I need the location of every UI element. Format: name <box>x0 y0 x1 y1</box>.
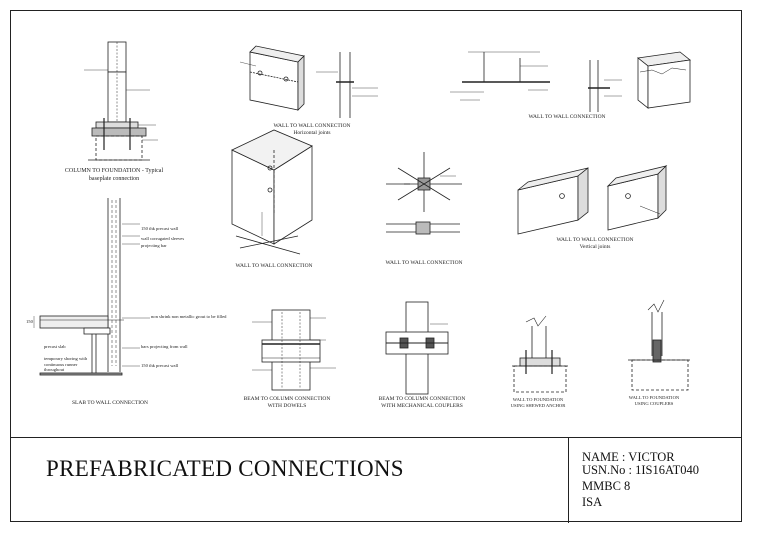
title-block: PREFABRICATED CONNECTIONS NAME : VICTOR … <box>10 437 742 523</box>
annotation-thk-precast-wall: 150 thk precast wall <box>141 363 179 368</box>
wall-plan-joint <box>386 152 462 235</box>
beam-column-dowels-section <box>252 309 336 391</box>
caption-wall-top-right: WALL TO WALL CONNECTION <box>528 114 606 120</box>
annotation-temporary-shoring: temporary shoring with continuous runner… <box>44 356 88 373</box>
annotation-precast-slab: precast slab <box>44 344 66 349</box>
wall-vertical-joint-iso <box>517 165 668 235</box>
student-info-box: NAME : VICTOR USN.No : 1IS16AT040 MMBC 8… <box>568 438 742 523</box>
wall-connection-iso-top-right <box>637 51 691 109</box>
wall-horizontal-joint-section <box>316 52 378 118</box>
annotation-bars-projecting: bars projecting from wall <box>141 344 188 349</box>
student-usn: USN.No : 1IS16AT040 <box>582 463 700 477</box>
annotation-projecting-bar: projecting bar <box>141 243 167 248</box>
wall-horizontal-joint-iso <box>239 45 305 111</box>
wall-connection-plan-top-right <box>588 60 622 112</box>
caption-beam-column-dowels: BEAM TO COLUMN CONNECTION WITH DOWELS <box>243 396 331 409</box>
column-to-foundation-detail <box>84 41 158 161</box>
wall-foundation-anchor-section <box>512 315 568 393</box>
wall-connection-section-top-right <box>450 51 550 101</box>
annotation-dimension-150: 150 <box>26 319 33 324</box>
course-code: MMBC 8 <box>582 479 631 493</box>
drawing-sheet-border <box>10 10 742 522</box>
wall-corner-iso <box>231 129 313 255</box>
annotation-precast-wall: 150 thk precast wall <box>141 226 179 231</box>
caption-foundation-anchor: WALL TO FOUNDATION USING SHEWED ANCHOR <box>510 397 566 408</box>
annotation-grout: non shrink non metallic grout to be fill… <box>151 314 227 319</box>
slab-to-wall-section <box>33 198 150 376</box>
sheet-title: PREFABRICATED CONNECTIONS <box>46 456 404 481</box>
wall-foundation-couplers-section <box>628 299 690 391</box>
caption-beam-column-couplers: BEAM TO COLUMN CONNECTION WITH MECHANICA… <box>378 396 466 409</box>
department: ISA <box>582 495 603 509</box>
annotation-corrugated-sleeves: wall corrugated sleeves <box>141 236 185 241</box>
beam-column-couplers-section <box>385 301 449 395</box>
caption-wall-corner: WALL TO WALL CONNECTION <box>235 263 313 269</box>
caption-column-to-foundation: COLUMN TO FOUNDATION - Typical baseplate… <box>64 168 164 182</box>
student-name: NAME : VICTOR <box>582 450 675 464</box>
caption-foundation-couplers: WALL TO FOUNDATION USING COUPLERS <box>628 395 680 406</box>
caption-wall-vertical-joints: WALL TO WALL CONNECTION Vertical joints <box>556 237 634 250</box>
caption-slab-to-wall: SLAB TO WALL CONNECTION <box>71 400 149 406</box>
caption-wall-horizontal-joints: WALL TO WALL CONNECTION Horizontal joint… <box>273 123 351 136</box>
caption-wall-plan: WALL TO WALL CONNECTION <box>385 260 463 266</box>
